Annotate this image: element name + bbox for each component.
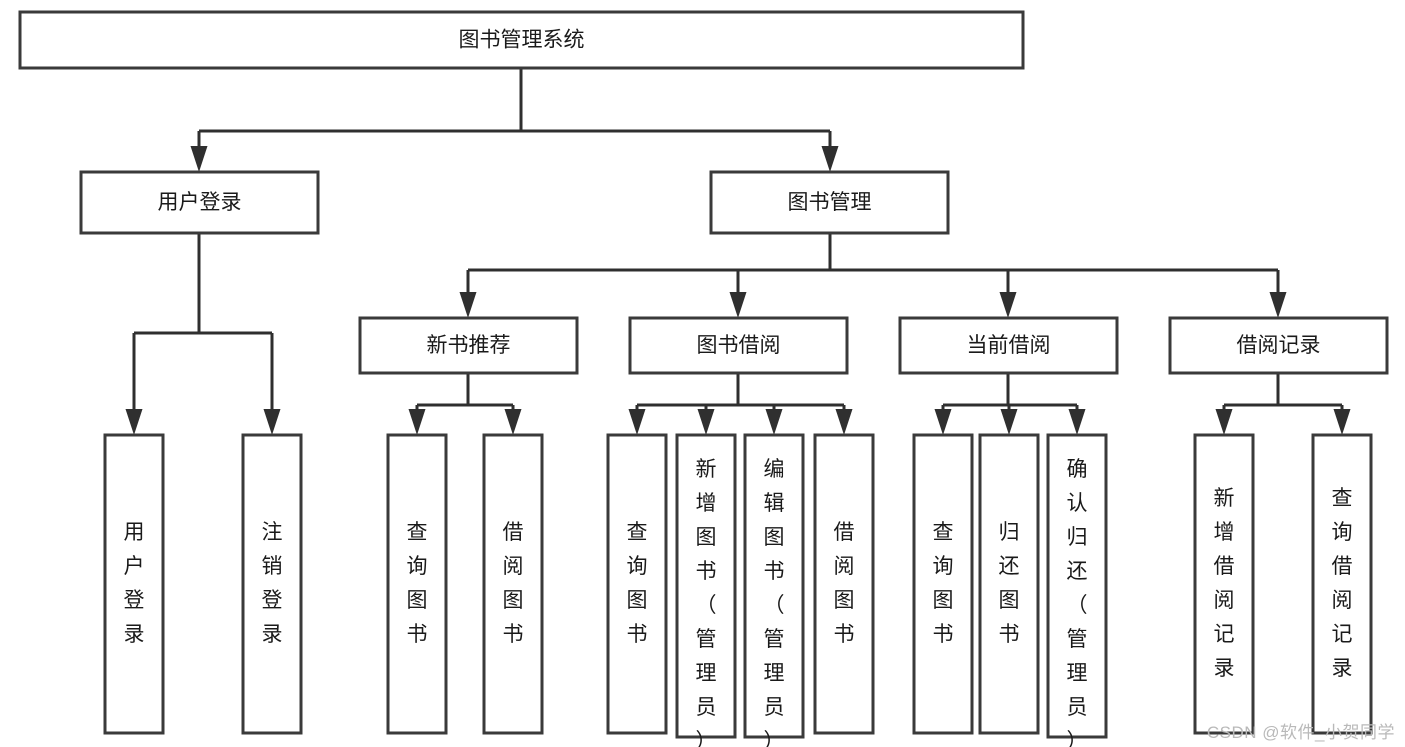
leaf-用户登录[interactable]: 用户登录 <box>103 433 165 735</box>
node-label: 借阅图书 <box>503 521 524 646</box>
node-label: 用户登录 <box>158 191 242 214</box>
connector-new-book-to-leaves <box>408 373 522 435</box>
leaf-新增借阅记录[interactable]: 新增借阅记录 <box>1193 433 1255 735</box>
leaf-归还图书[interactable]: 归还图书 <box>978 433 1040 735</box>
arrow-head-icon <box>1215 409 1233 435</box>
arrow-head-icon <box>504 409 522 435</box>
node-box[interactable] <box>1311 433 1373 735</box>
arrow-head-icon <box>628 409 646 435</box>
arrow-head-icon <box>1269 292 1287 318</box>
node-box[interactable] <box>743 433 805 739</box>
node-label: 编辑图书（管理员） <box>764 458 785 747</box>
node-box[interactable] <box>482 433 544 735</box>
arrow-head-icon <box>125 409 143 435</box>
leaf-查询图书[interactable]: 查询图书 <box>912 433 974 735</box>
node-box[interactable] <box>628 316 849 375</box>
node-label: 查询借阅记录 <box>1332 487 1353 680</box>
node-label: 新增图书（管理员） <box>696 458 717 747</box>
level1-用户登录[interactable]: 用户登录 <box>79 170 320 235</box>
connector-layer <box>125 68 1351 435</box>
node-label: 新增借阅记录 <box>1214 487 1235 680</box>
arrow-head-icon <box>408 409 426 435</box>
node-box[interactable] <box>813 433 875 735</box>
connector-current-borrow-to-leaves <box>934 373 1086 435</box>
leaf-查询借阅记录[interactable]: 查询借阅记录 <box>1311 433 1373 735</box>
arrow-head-icon <box>1333 409 1351 435</box>
connector-book-borrow-to-leaves <box>628 373 853 435</box>
node-label: 图书借阅 <box>697 334 781 357</box>
leaf-查询图书[interactable]: 查询图书 <box>386 433 448 735</box>
node-box[interactable] <box>358 316 579 375</box>
arrow-head-icon <box>934 409 952 435</box>
leaf-借阅图书[interactable]: 借阅图书 <box>482 433 544 735</box>
node-layer: 图书管理系统用户登录图书管理新书推荐图书借阅当前借阅借阅记录用户登录注销登录查询… <box>18 10 1389 747</box>
arrow-head-icon <box>765 409 783 435</box>
arrow-head-icon <box>459 292 477 318</box>
arrow-head-icon <box>190 146 208 172</box>
node-label: 新书推荐 <box>427 334 511 357</box>
node-label: 借阅图书 <box>834 521 855 646</box>
node-label: 用户登录 <box>124 521 145 646</box>
node-box[interactable] <box>79 170 320 235</box>
node-box[interactable] <box>1046 433 1108 739</box>
node-box[interactable] <box>1193 433 1255 735</box>
node-box[interactable] <box>103 433 165 735</box>
node-label: 查询图书 <box>627 521 648 646</box>
arrow-head-icon <box>821 146 839 172</box>
arrow-head-icon <box>1000 409 1018 435</box>
node-box[interactable] <box>898 316 1119 375</box>
node-box[interactable] <box>978 433 1040 735</box>
connector-borrow-record-to-leaves <box>1215 373 1351 435</box>
node-label: 图书管理 <box>788 191 872 214</box>
level2-图书借阅[interactable]: 图书借阅 <box>628 316 849 375</box>
leaf-新增图书管理员[interactable]: 新增图书（管理员） <box>675 433 737 747</box>
arrow-head-icon <box>835 409 853 435</box>
arrow-head-icon <box>729 292 747 318</box>
level2-借阅记录[interactable]: 借阅记录 <box>1168 316 1389 375</box>
node-label: 当前借阅 <box>967 334 1051 357</box>
connector-user-login-to-leaves <box>125 233 281 435</box>
leaf-查询图书[interactable]: 查询图书 <box>606 433 668 735</box>
node-label: 注销登录 <box>262 521 283 646</box>
arrow-head-icon <box>263 409 281 435</box>
node-label: 归还图书 <box>999 521 1020 646</box>
level2-当前借阅[interactable]: 当前借阅 <box>898 316 1119 375</box>
node-label: 查询图书 <box>933 521 954 646</box>
node-box[interactable] <box>606 433 668 735</box>
node-label: 查询图书 <box>407 521 428 646</box>
level2-新书推荐[interactable]: 新书推荐 <box>358 316 579 375</box>
leaf-借阅图书[interactable]: 借阅图书 <box>813 433 875 735</box>
node-box[interactable] <box>1168 316 1389 375</box>
leaf-编辑图书管理员[interactable]: 编辑图书（管理员） <box>743 433 805 747</box>
leaf-注销登录[interactable]: 注销登录 <box>241 433 303 735</box>
arrow-head-icon <box>697 409 715 435</box>
node-box[interactable] <box>241 433 303 735</box>
node-box[interactable] <box>709 170 950 235</box>
connector-book-manage-to-level2 <box>459 233 1287 318</box>
node-box[interactable] <box>18 10 1025 70</box>
node-label: 确认归还（管理员） <box>1067 458 1088 747</box>
arrow-head-icon <box>1068 409 1086 435</box>
node-box[interactable] <box>912 433 974 735</box>
leaf-确认归还管理员[interactable]: 确认归还（管理员） <box>1046 433 1108 747</box>
node-box[interactable] <box>386 433 448 735</box>
connector-root-to-level1 <box>190 68 839 172</box>
root-图书管理系统[interactable]: 图书管理系统 <box>18 10 1025 70</box>
node-box[interactable] <box>675 433 737 739</box>
node-label: 图书管理系统 <box>459 29 585 52</box>
level1-图书管理[interactable]: 图书管理 <box>709 170 950 235</box>
node-label: 借阅记录 <box>1237 334 1321 357</box>
arrow-head-icon <box>999 292 1017 318</box>
